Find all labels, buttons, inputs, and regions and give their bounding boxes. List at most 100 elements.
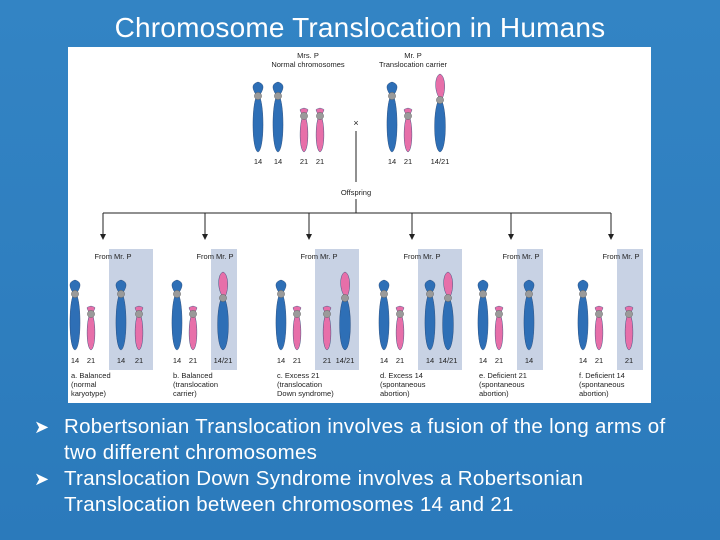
bullet-text: Translocation Down Syndrome involves a R… [64,467,584,516]
outcome-3-chromosome-14 [378,279,390,351]
outcome-chromosome-label: 14 [479,356,487,365]
outcome-2-chromosome-14-centromere [277,290,285,298]
outcome-3-chromosome-14-21-centromere [444,294,452,302]
outcome-4-chromosome-21-centromere [495,310,503,318]
offspring-arrowhead-2 [306,234,312,240]
outcome-1-chromosome-14-body [171,279,183,351]
from-mr-p-label: From Mr. P [602,252,639,261]
from-mr-p-label: From Mr. P [403,252,440,261]
outcome-2-chromosome-14-body [275,279,287,351]
from-mr-p-label: From Mr. P [94,252,131,261]
bullet-text: Robertsonian Translocation involves a fu… [64,415,666,464]
outcome-caption-line-3: karyotype) [71,389,107,398]
outcome-chromosome-label: 14 [71,356,79,365]
outcome-chromosome-label: 14 [380,356,388,365]
from-mr-p-box-0 [109,249,153,370]
outcome-caption-line-3: abortion) [380,389,410,398]
outcome-caption-line-2: (spontaneous [479,380,525,389]
outcome-caption-line-2: (translocation [277,380,322,389]
mother-chromosome-14-centromere [254,92,262,100]
mother-name: Mrs. P [297,51,319,60]
mother-chromosome-14-body [252,81,264,153]
father-desc: Translocation carrier [379,60,448,69]
outcome-1-chromosome-14-21 [217,271,229,351]
outcome-caption-line-1: c. Excess 21 [277,371,320,380]
mother-chromosome-14 [272,81,284,153]
outcome-3-chromosome-14-centromere [380,290,388,298]
outcome-2-chromosome-14-21 [339,271,351,351]
mother-chromosome-21-centromere [300,112,308,120]
outcome-2-chromosome-14-21-14-arm [339,297,351,351]
mother-chromosome-14-centromere [274,92,282,100]
outcome-1-chromosome-14-centromere [173,290,181,298]
outcome-4-chromosome-14-centromere [479,290,487,298]
cross-symbol: × [353,118,358,128]
outcome-chromosome-label: 21 [135,356,143,365]
offspring-arrowhead-0 [100,234,106,240]
outcome-3-chromosome-21-centromere [396,310,404,318]
outcome-chromosome-label: 14/21 [439,356,458,365]
outcome-chromosome-label: 21 [495,356,503,365]
bullet-item: ➤ Translocation Down Syndrome involves a… [34,466,694,518]
outcome-caption-line-1: f. Deficient 14 [579,371,625,380]
father-chromosome-14-21 [434,73,446,153]
outcome-2-chromosome-14-21-centromere [341,294,349,302]
from-mr-p-label: From Mr. P [196,252,233,261]
outcome-caption-line-2: (spontaneous [380,380,426,389]
outcome-1-chromosome-14-21-centromere [219,294,227,302]
outcome-caption-line-2: (translocation [173,380,218,389]
arrow-bullet-icon: ➤ [34,469,50,489]
outcome-5-chromosome-21-centromere [625,310,633,318]
outcome-caption-line-1: e. Deficient 21 [479,371,527,380]
outcome-4-chromosome-14 [523,279,535,351]
father-chromosome-14-21-14-arm [434,99,446,153]
from-mr-p-label: From Mr. P [300,252,337,261]
mother-chromosome-label: 21 [316,157,324,166]
outcome-chromosome-label: 21 [189,356,197,365]
outcome-4-chromosome-14-body [523,279,535,351]
arrow-bullet-icon: ➤ [34,417,50,437]
outcome-caption-line-3: abortion) [579,389,609,398]
outcome-3-chromosome-14-21-14-arm [442,297,454,351]
outcome-2-chromosome-14 [275,279,287,351]
mother-chromosome-label: 14 [274,157,282,166]
outcome-2-chromosome-21-centromere [323,310,331,318]
father-name: Mr. P [404,51,422,60]
outcome-1-chromosome-21-centromere [189,310,197,318]
mother-chromosome-21-centromere [316,112,324,120]
outcome-0-chromosome-14-centromere [71,290,79,298]
outcome-chromosome-label: 14 [426,356,434,365]
outcome-chromosome-label: 14 [525,356,533,365]
mother-chromosome-label: 14 [254,157,262,166]
outcome-5-chromosome-14 [577,279,589,351]
outcome-caption-line-1: b. Balanced [173,371,213,380]
outcome-0-chromosome-21-centromere [135,310,143,318]
outcome-caption-line-1: d. Excess 14 [380,371,423,380]
outcome-chromosome-label: 14 [117,356,125,365]
outcome-chromosome-label: 14/21 [214,356,233,365]
outcome-2-chromosome-21-centromere [293,310,301,318]
outcome-1-chromosome-14-21-14-arm [217,297,229,351]
outcome-chromosome-label: 14 [277,356,285,365]
mother-chromosome-14 [252,81,264,153]
father-chromosome-14-centromere [388,92,396,100]
outcome-chromosome-label: 14 [579,356,587,365]
outcome-caption-line-3: carrier) [173,389,197,398]
outcome-4-chromosome-14-centromere [525,290,533,298]
outcome-chromosome-label: 21 [625,356,633,365]
outcome-caption-line-2: (normal [71,380,97,389]
outcome-0-chromosome-21-centromere [87,310,95,318]
outcome-0-chromosome-14-body [69,279,81,351]
offspring-label: Offspring [341,188,371,197]
father-chromosome-14-21-centromere [436,96,444,104]
father-chromosome-21-centromere [404,112,412,120]
mother-desc: Normal chromosomes [271,60,345,69]
outcome-3-chromosome-14-21 [442,271,454,351]
outcome-5-chromosome-21-centromere [595,310,603,318]
father-chromosome-label: 14 [388,157,396,166]
outcome-chromosome-label: 14 [173,356,181,365]
outcome-caption-line-2: (spontaneous [579,380,625,389]
outcome-chromosome-label: 14/21 [336,356,355,365]
outcome-3-chromosome-14-body [378,279,390,351]
